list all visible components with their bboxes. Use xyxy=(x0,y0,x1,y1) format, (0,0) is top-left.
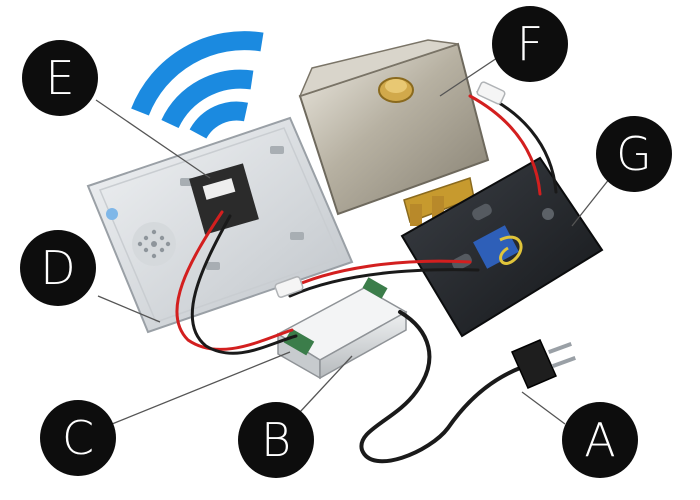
label-c: C xyxy=(40,400,116,476)
label-e: E xyxy=(22,40,98,116)
speaker-grille xyxy=(132,222,176,266)
label-g: G xyxy=(596,116,672,192)
power-supply xyxy=(276,277,408,380)
wiring xyxy=(175,90,558,464)
label-d: D xyxy=(20,230,96,306)
card-reader xyxy=(400,156,604,338)
power-plug xyxy=(511,339,576,389)
indoor-monitor xyxy=(86,116,354,334)
wire-connectors xyxy=(274,81,506,298)
label-a: A xyxy=(562,402,638,478)
label-b: B xyxy=(238,402,314,478)
wifi-icon xyxy=(131,31,264,139)
leader-lines xyxy=(95,55,611,425)
electric-lock xyxy=(298,39,490,226)
label-f: F xyxy=(492,6,568,82)
